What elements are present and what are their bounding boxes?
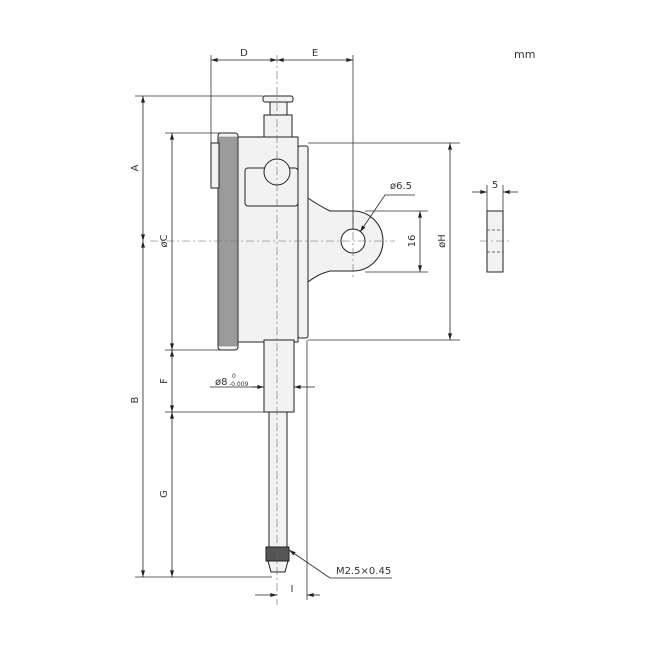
back-cover [297, 145, 309, 339]
bezel-clip [210, 142, 220, 189]
cap-knob [262, 95, 294, 103]
thread-label: M2.5×0.45 [336, 566, 391, 577]
dim-F: F [159, 378, 170, 384]
stem [263, 339, 295, 413]
stem-tol-lower: -0.009 [229, 381, 249, 388]
dim-A: A [130, 164, 141, 171]
dim-E: E [312, 48, 318, 59]
unit-label: mm [514, 48, 535, 61]
bezel-knurl [218, 136, 238, 347]
dim-G: G [159, 490, 170, 498]
dim-hole: ø6.5 [390, 181, 412, 192]
dim-C: øC [159, 234, 170, 247]
contact-point-tip [267, 560, 289, 573]
dim-lug-height: 16 [407, 235, 418, 248]
dim-B: B [130, 396, 141, 403]
dim-I: I [291, 584, 294, 595]
spindle [268, 411, 288, 548]
dim-thickness: 5 [492, 180, 498, 191]
stem-dia: ø8 [215, 377, 227, 388]
stem-tol-upper: 0 [232, 373, 236, 380]
contact-point-knurl [265, 546, 290, 562]
lug-side-view [480, 210, 510, 273]
cap-stem [269, 101, 288, 116]
dim-H: øH [437, 234, 448, 248]
indicator-body [210, 95, 384, 573]
dim-D: D [240, 48, 248, 59]
